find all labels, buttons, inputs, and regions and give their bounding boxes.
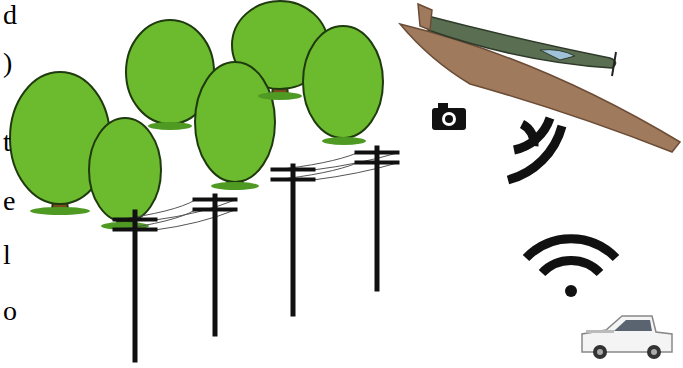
power-pole <box>355 146 399 291</box>
text-fragment: ) <box>3 48 12 78</box>
tree <box>89 118 161 225</box>
text-fragment: d <box>3 0 17 30</box>
tree <box>195 62 275 185</box>
text-fragment: t <box>3 127 11 157</box>
grass <box>30 92 366 230</box>
power-pole <box>271 164 315 316</box>
power-pole <box>113 210 157 362</box>
camera-icon <box>432 103 466 130</box>
pickup-truck <box>582 316 672 359</box>
text-fragment: l <box>3 240 11 270</box>
text-fragment: o <box>3 296 17 326</box>
tree <box>303 26 383 140</box>
power-pole <box>193 194 237 336</box>
glider-uav <box>400 4 680 152</box>
text-fragment: e <box>3 186 15 216</box>
wifi-icon <box>526 239 616 297</box>
signal-waves <box>508 118 562 180</box>
